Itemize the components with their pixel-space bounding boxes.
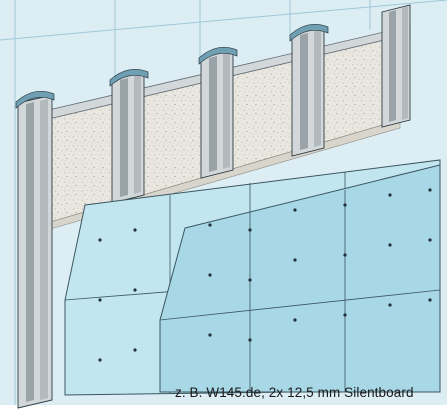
- stud-profile: [15, 91, 55, 409]
- outer-board-layer: [159, 164, 441, 393]
- stud-profile: [381, 4, 411, 128]
- stud-profile: [289, 24, 329, 157]
- stud-profile: [109, 69, 149, 204]
- screws: [98, 188, 432, 362]
- caption: z. B. W145.de, 2x 12,5 mm Silentboard: [175, 385, 414, 400]
- stud-profiles: [15, 4, 411, 409]
- stud-profile: [198, 47, 238, 179]
